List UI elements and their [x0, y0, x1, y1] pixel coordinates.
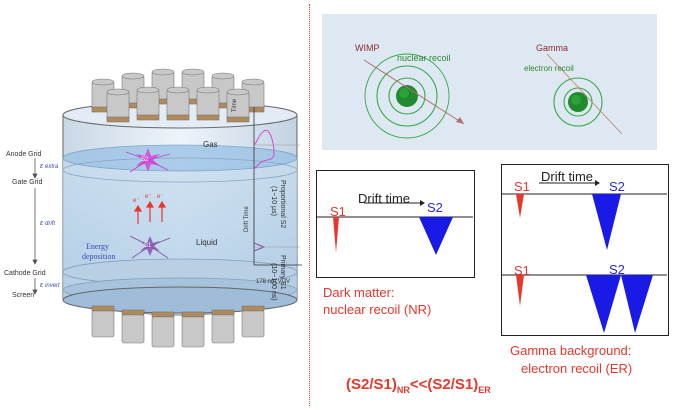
gate-grid-label: Gate Grid — [12, 179, 43, 186]
er-bottom-s1-peak — [516, 275, 524, 306]
bottom-pmt-array — [91, 305, 265, 348]
energy-deposition-label-line1: Energy — [86, 242, 109, 251]
gamma-label: Gamma — [536, 43, 569, 53]
er-drift-time-label: Drift time — [541, 169, 593, 184]
er-waveform-top — [501, 180, 667, 250]
nr-caption-line1: Dark matter: — [323, 285, 395, 300]
electron-label-3: e⁻ — [157, 194, 164, 200]
er-caption-line1: Gamma background: — [510, 343, 632, 358]
eps-invert-label: ε invert — [40, 282, 60, 289]
liquid-label: Liquid — [196, 238, 218, 247]
er-bottom-s2-peak-a — [586, 275, 621, 333]
formula-left: (S2/S1) — [346, 376, 397, 393]
formula-left-sub: NR — [396, 385, 410, 395]
nuclear-recoil-label: nuclear recoil — [397, 53, 451, 63]
nuclear-recoil-rings — [364, 53, 450, 139]
waveform-plot — [253, 107, 302, 266]
er-top-s1-peak — [516, 194, 524, 218]
wimp-track — [363, 59, 465, 125]
recoil-panel — [322, 14, 657, 150]
er-top-s2-label: S2 — [609, 179, 625, 194]
electron-drift-arrows — [133, 200, 167, 224]
electron-label-2: e⁻ — [145, 194, 152, 200]
time-axis-label: Time — [232, 98, 238, 112]
s1-marker: S1 — [144, 243, 152, 249]
nr-s1-label: S1 — [330, 204, 346, 219]
s2-pulse — [253, 129, 275, 170]
er-bottom-s2-peak-b — [621, 275, 653, 333]
er-bottom-s2-label: S2 — [609, 262, 625, 277]
ratio-formula: (S2/S1)NR<<(S2/S1)ER — [346, 377, 491, 395]
recoil-diagram — [363, 53, 623, 139]
er-bottom-s1-label: S1 — [514, 263, 530, 278]
vuv-label: 178 nm VUV — [256, 279, 291, 285]
cathode-grid-label: Cathode Grid — [4, 270, 46, 277]
drift-time-label: Drift Time — [244, 206, 250, 232]
s2-flash — [125, 148, 171, 173]
gamma-track — [546, 53, 623, 135]
wimp-label: WIMP — [355, 43, 380, 53]
nr-s1-peak — [333, 217, 339, 253]
nr-s2-peak — [419, 217, 453, 255]
er-top-s1-label: S1 — [514, 179, 530, 194]
er-waveform-bottom — [501, 274, 667, 333]
anode-grid-label: Anode Grid — [6, 151, 42, 158]
s1-flash — [129, 235, 171, 259]
eps-extra-label: ε extra — [40, 163, 59, 170]
electron-label-1: e⁻ — [133, 198, 140, 204]
nr-s2-label: S2 — [427, 200, 443, 215]
top-pmt-array — [91, 68, 265, 123]
vertical-divider — [309, 4, 310, 406]
field-arrows — [32, 158, 38, 295]
formula-right-sub: ER — [478, 385, 491, 395]
gate-grid-plane — [62, 157, 298, 183]
detector-diagram — [32, 68, 298, 348]
s2-marker: S2 — [141, 157, 149, 163]
formula-middle: <<(S2/S1) — [409, 376, 479, 393]
gas-label: Gas — [203, 140, 218, 149]
s2-wave-label-line1: Proportional S2 — [279, 180, 286, 229]
s2-wave-label-line2: (1~10 μs) — [270, 186, 277, 216]
nr-drift-time-label: Drift time — [358, 191, 410, 206]
electron-recoil-label: electron recoil — [524, 64, 574, 73]
eps-drift-label: ε drift — [40, 220, 56, 227]
er-top-s2-peak — [592, 194, 621, 250]
er-caption-line2: electron recoil (ER) — [521, 361, 633, 376]
nr-caption-line2: nuclear recoil (NR) — [323, 302, 432, 317]
cylinder-bottom — [62, 286, 298, 314]
screen-label: Screen — [12, 292, 35, 299]
nr-waveform — [316, 200, 473, 255]
energy-deposition-label-line2: deposition — [82, 252, 116, 261]
